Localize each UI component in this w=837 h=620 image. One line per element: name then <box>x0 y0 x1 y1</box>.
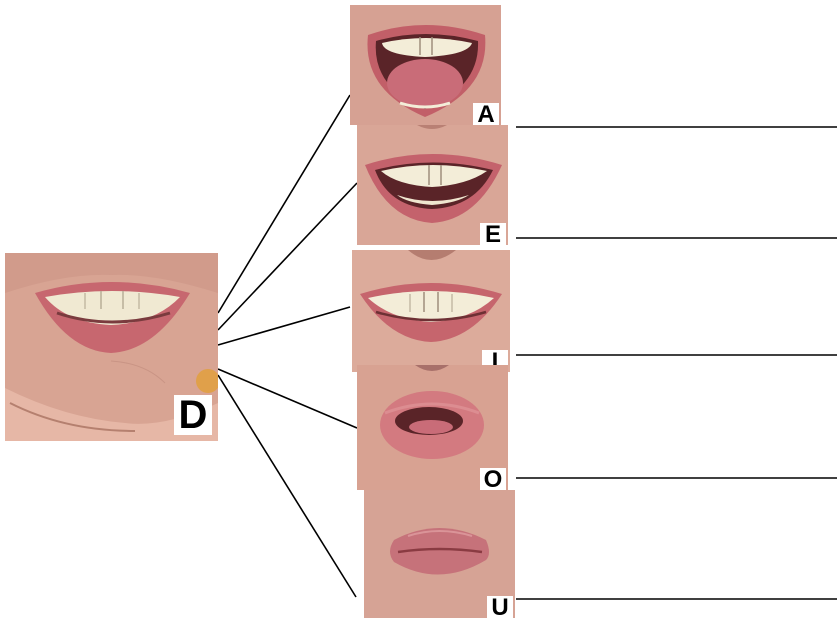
letter-o: O <box>480 468 506 490</box>
connector-d-a <box>217 94 351 314</box>
connector-d-e <box>217 182 358 331</box>
letter-d: D <box>174 395 212 435</box>
connector-d-o <box>217 368 358 429</box>
mouth-photo-i: I <box>352 250 510 372</box>
letter-a: A <box>473 103 499 125</box>
connector-d-u <box>217 374 357 598</box>
mouth-photo-d: D <box>5 253 218 441</box>
letter-e: E <box>480 223 506 245</box>
mouth-photo-a: A <box>350 5 501 125</box>
letter-u: U <box>487 596 513 618</box>
connector-d-i <box>217 306 351 346</box>
mouth-photo-u: U <box>364 490 515 618</box>
mouth-photo-o: O <box>357 365 508 490</box>
mouth-photo-e: E <box>357 125 508 245</box>
